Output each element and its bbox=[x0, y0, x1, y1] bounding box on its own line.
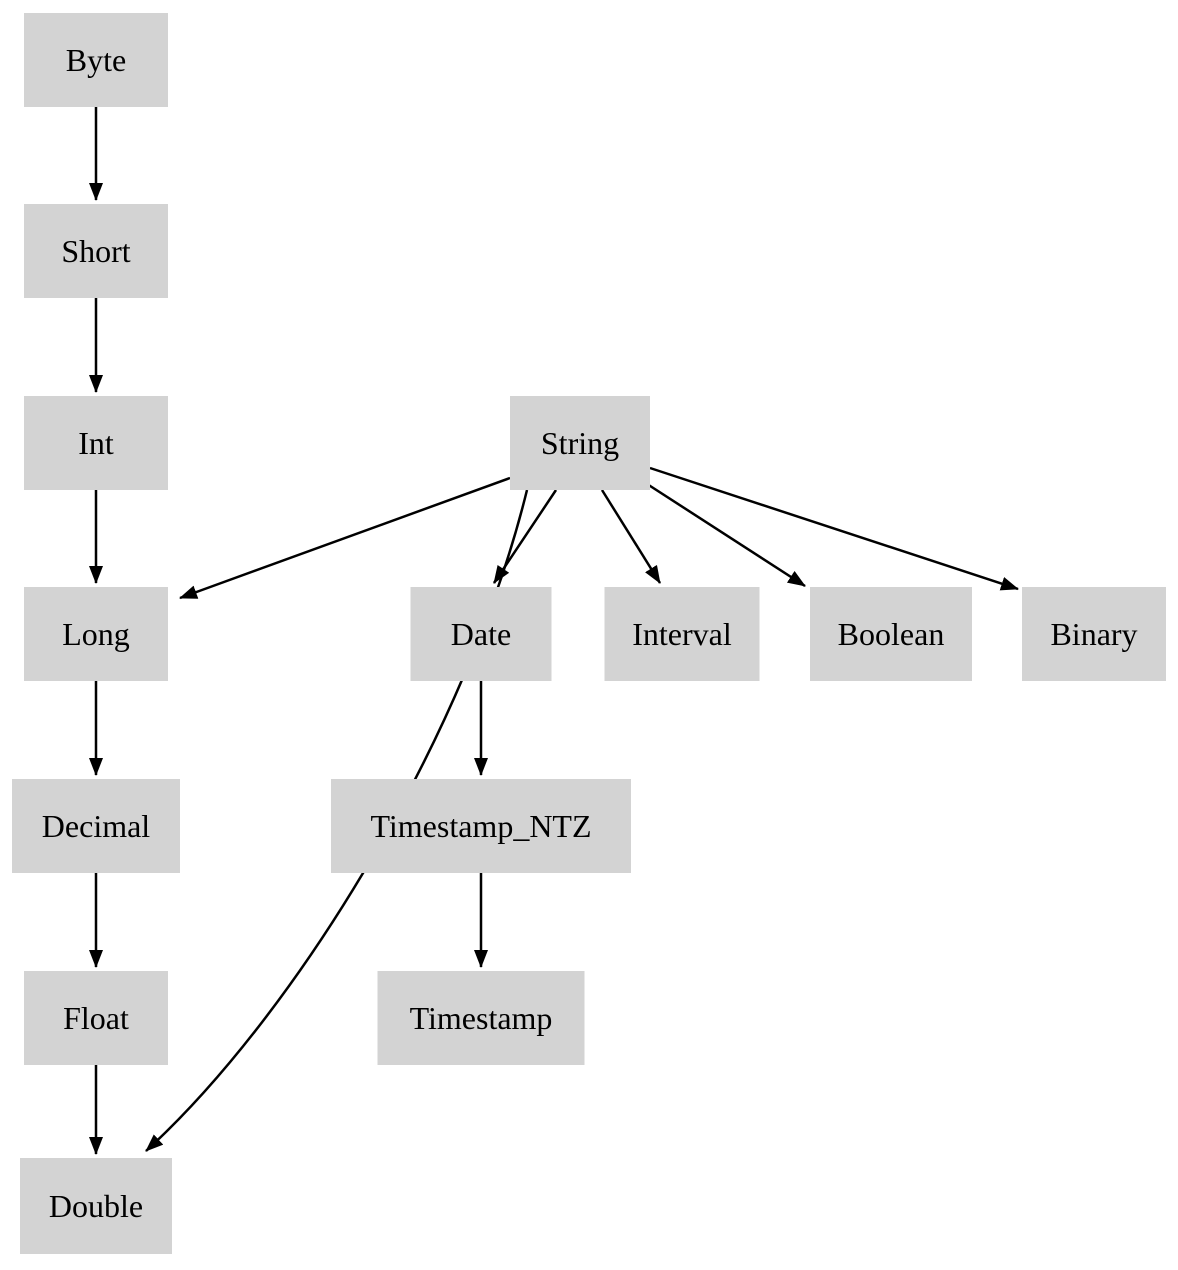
node-byte: Byte bbox=[24, 13, 168, 107]
node-label-timestamp: Timestamp bbox=[410, 1000, 553, 1036]
node-binary: Binary bbox=[1022, 587, 1166, 681]
node-box-decimal bbox=[12, 779, 180, 873]
node-box-int bbox=[24, 396, 168, 490]
node-label-short: Short bbox=[61, 233, 130, 269]
node-label-decimal: Decimal bbox=[42, 808, 151, 844]
node-date: Date bbox=[410, 587, 552, 681]
node-short: Short bbox=[24, 204, 168, 298]
node-box-boolean bbox=[810, 587, 972, 681]
node-label-string: String bbox=[541, 425, 619, 461]
node-box-interval bbox=[604, 587, 760, 681]
node-label-binary: Binary bbox=[1050, 616, 1137, 652]
node-box-string bbox=[510, 396, 650, 490]
node-label-float: Float bbox=[63, 1000, 129, 1036]
node-box-short bbox=[24, 204, 168, 298]
node-label-boolean: Boolean bbox=[838, 616, 945, 652]
edge-string-to-boolean bbox=[643, 480, 806, 588]
node-label-interval: Interval bbox=[632, 616, 732, 652]
node-box-date bbox=[410, 587, 552, 681]
node-label-double: Double bbox=[49, 1188, 143, 1224]
node-box-timestamp bbox=[377, 971, 585, 1065]
edge-string-to-interval bbox=[600, 489, 662, 584]
node-box-binary bbox=[1022, 587, 1166, 681]
node-label-date: Date bbox=[451, 616, 511, 652]
node-box-timestamp_ntz bbox=[331, 779, 631, 873]
edge-string-to-binary bbox=[649, 466, 1019, 591]
node-float: Float bbox=[24, 971, 168, 1065]
node-box-byte bbox=[24, 13, 168, 107]
node-timestamp: Timestamp bbox=[377, 971, 585, 1065]
node-label-byte: Byte bbox=[66, 42, 126, 78]
node-label-int: Int bbox=[78, 425, 114, 461]
node-timestamp_ntz: Timestamp_NTZ bbox=[331, 779, 631, 873]
node-label-timestamp_ntz: Timestamp_NTZ bbox=[370, 808, 591, 844]
node-box-long bbox=[24, 587, 168, 681]
node-box-float bbox=[24, 971, 168, 1065]
node-decimal: Decimal bbox=[12, 779, 180, 873]
node-box-double bbox=[20, 1158, 172, 1254]
edge-string-to-long bbox=[179, 476, 511, 600]
node-boolean: Boolean bbox=[810, 587, 972, 681]
node-label-long: Long bbox=[62, 616, 130, 652]
node-interval: Interval bbox=[604, 587, 760, 681]
node-int: Int bbox=[24, 396, 168, 490]
node-long: Long bbox=[24, 587, 168, 681]
node-string: String bbox=[510, 396, 650, 490]
node-double: Double bbox=[20, 1158, 172, 1254]
